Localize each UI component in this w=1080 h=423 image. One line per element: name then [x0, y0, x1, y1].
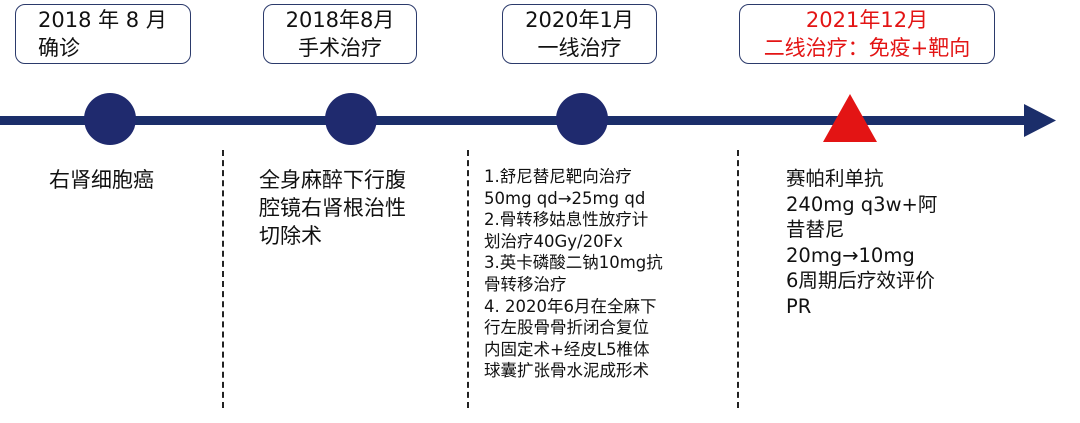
detail-line: 腔镜右肾根治性 — [259, 196, 406, 220]
milestone-details-first-line: 1.舒尼替尼靶向治疗 50mg qd→25mg qd 2.骨转移姑息性放疗计 划… — [484, 166, 663, 382]
detail-line: 右肾细胞癌 — [49, 168, 154, 192]
detail-line: 划治疗40Gy/20Fx — [484, 231, 623, 251]
detail-line: 切除术 — [259, 224, 322, 248]
milestone-box-2018-diagnosis: 2018 年 8 月 确诊 — [15, 4, 191, 64]
timeline — [0, 93, 1056, 145]
detail-line: 6周期后疗效评价 — [786, 269, 935, 293]
milestone-box-2020-first-line: 2020年1月 一线治疗 — [502, 4, 657, 64]
detail-line: 2.骨转移姑息性放疗计 — [484, 210, 649, 230]
milestone-label: 手术治疗 — [298, 36, 382, 60]
milestone-details-diagnosis: 右肾细胞癌 — [49, 166, 154, 194]
milestone-details-surgery: 全身麻醉下行腹 腔镜右肾根治性 切除术 — [259, 166, 406, 250]
section-divider — [737, 150, 739, 408]
detail-line: 昔替尼 — [786, 218, 845, 242]
detail-line: 4. 2020年6月在全麻下 — [484, 296, 657, 316]
section-divider — [467, 150, 469, 408]
milestone-label: 一线治疗 — [537, 36, 622, 60]
milestone-date: 2018年8月 — [285, 8, 395, 32]
milestone-box-2021-second-line: 2021年12月 二线治疗：免疫+靶向 — [739, 4, 995, 64]
detail-line: 骨转移治疗 — [484, 274, 567, 294]
detail-line: 行左股骨骨折闭合复位 — [484, 318, 649, 338]
milestone-marker-triangle — [823, 94, 877, 142]
section-divider — [222, 150, 224, 408]
timeline-arrowhead-icon — [1024, 104, 1056, 137]
milestone-marker-circle — [84, 93, 136, 145]
milestone-details-second-line: 赛帕利单抗 240mg q3w+阿 昔替尼 20mg→10mg 6周期后疗效评价… — [786, 166, 937, 320]
detail-line: 20mg→10mg — [786, 243, 915, 267]
detail-line: 50mg qd→25mg qd — [484, 188, 646, 208]
milestone-marker-circle — [556, 93, 608, 145]
timeline-axis — [0, 116, 1030, 125]
detail-line: 球囊扩张骨水泥成形术 — [484, 361, 649, 381]
milestone-date: 2018 年 8 月 — [38, 8, 167, 32]
milestone-label: 确诊 — [38, 36, 80, 60]
detail-line: PR — [786, 294, 812, 318]
detail-line: 1.舒尼替尼靶向治疗 — [484, 167, 632, 186]
milestone-date: 2021年12月 — [805, 8, 929, 32]
detail-line: 全身麻醉下行腹 — [259, 168, 406, 192]
detail-line: 3.英卡磷酸二钠10mg抗 — [484, 253, 663, 273]
detail-line: 赛帕利单抗 — [786, 167, 884, 190]
detail-line: 内固定术+经皮L5椎体 — [484, 339, 650, 359]
detail-line: 240mg q3w+阿 — [786, 192, 938, 216]
milestone-date: 2020年1月 — [525, 8, 634, 32]
milestone-box-2018-surgery: 2018年8月 手术治疗 — [263, 4, 417, 64]
milestone-marker-circle — [325, 93, 377, 145]
milestone-label: 二线治疗：免疫+靶向 — [763, 36, 971, 60]
